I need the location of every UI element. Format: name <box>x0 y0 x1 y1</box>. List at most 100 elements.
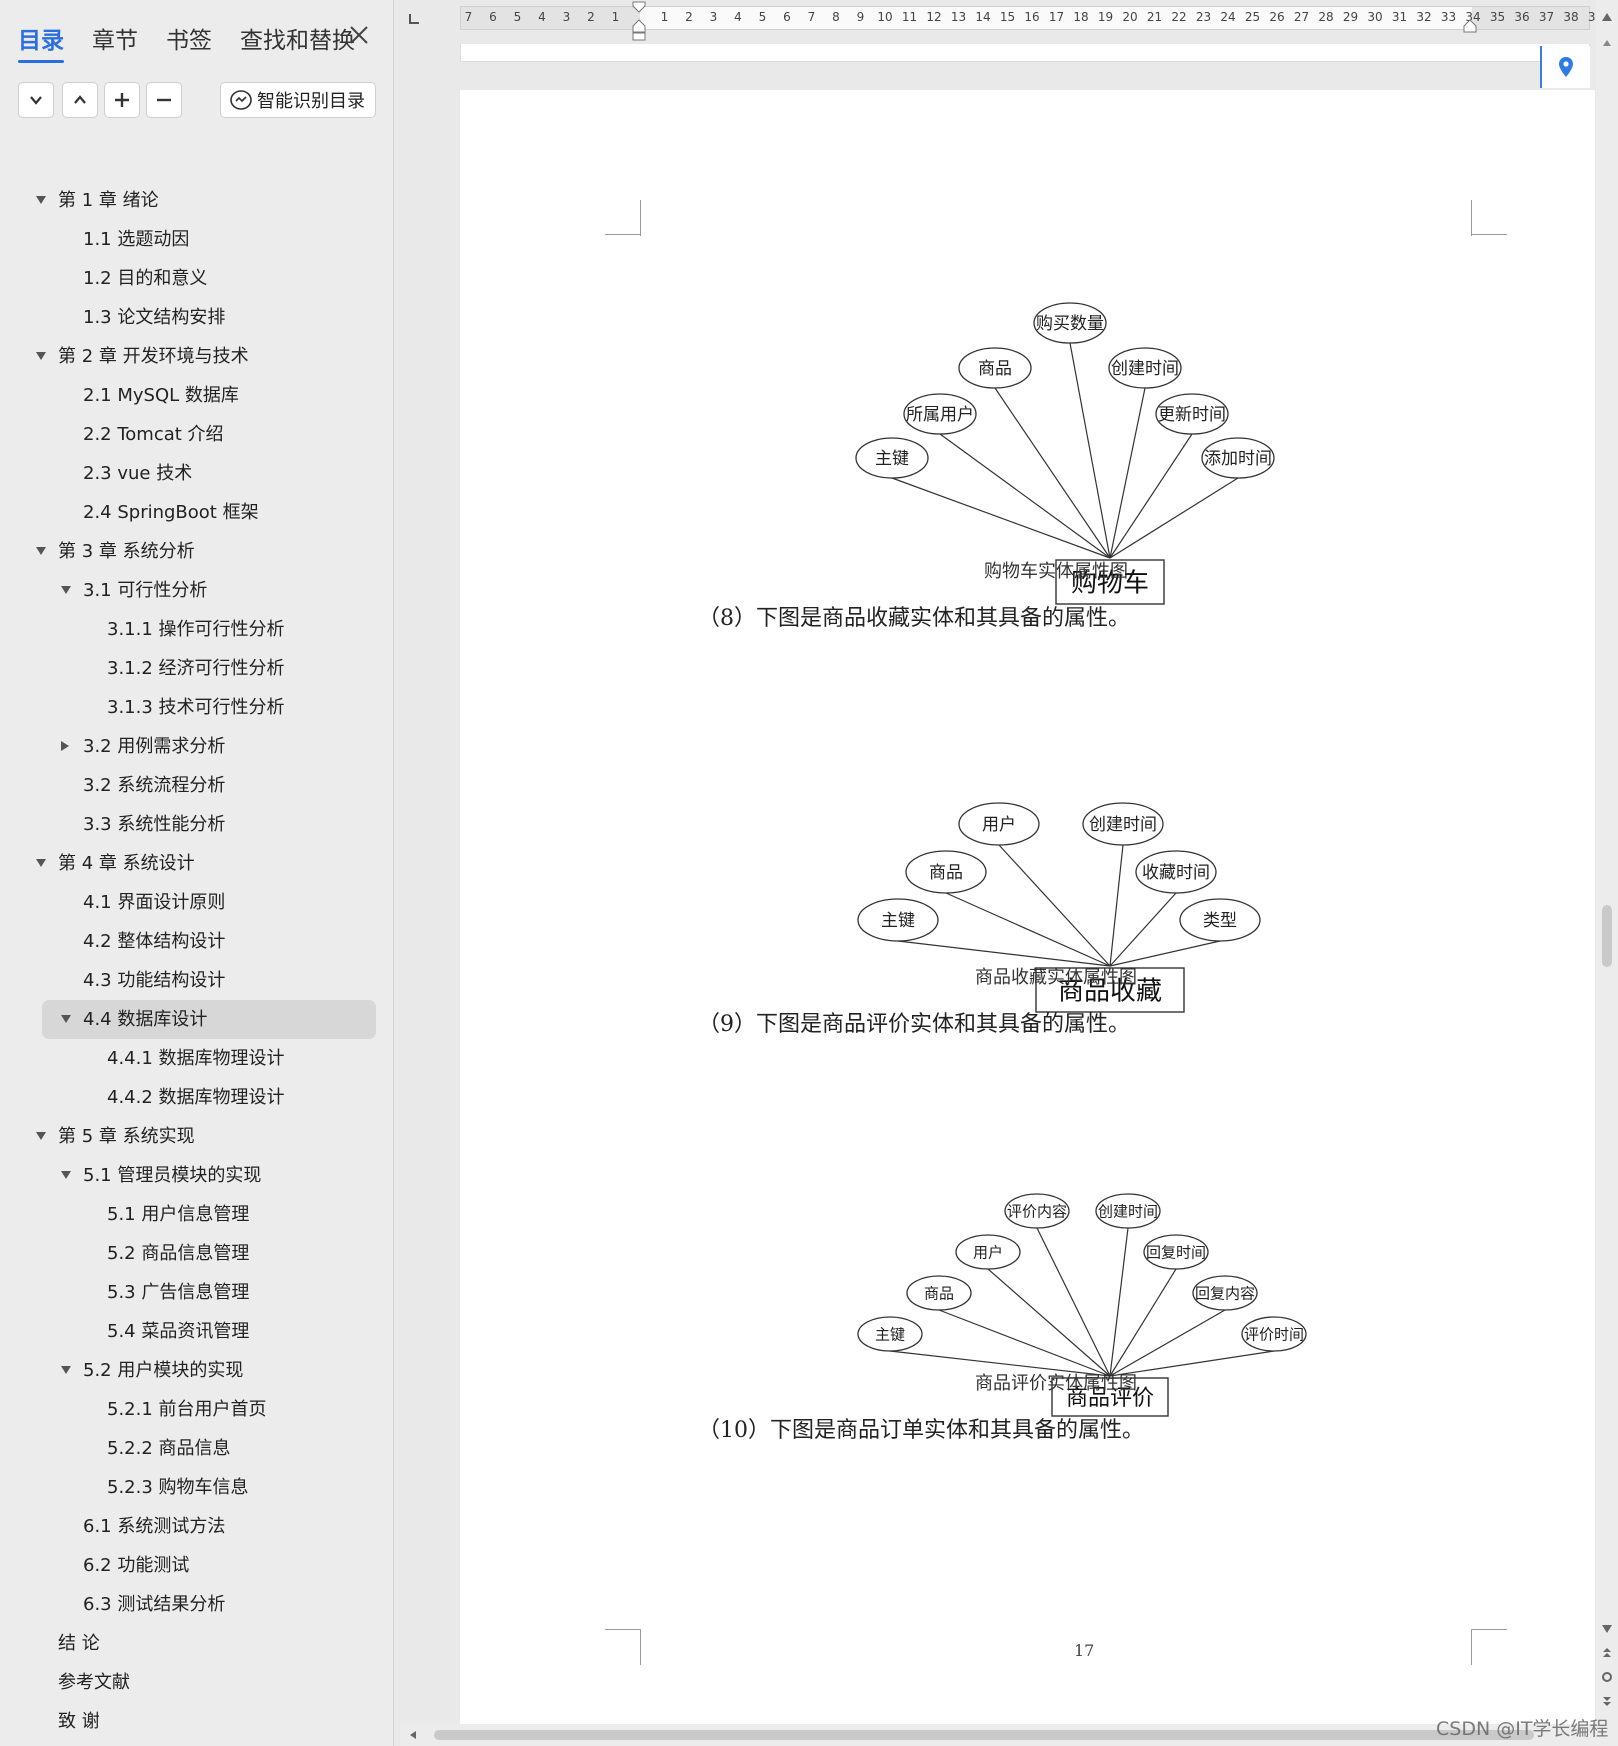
ruler-tick: 22 <box>1171 10 1187 24</box>
collapsed-arrow-icon[interactable] <box>61 741 69 751</box>
toc-item[interactable]: 3.2 系统流程分析 <box>0 766 394 805</box>
expanded-arrow-icon[interactable] <box>36 1132 46 1140</box>
toc-item[interactable]: 3.1.1 操作可行性分析 <box>0 610 394 649</box>
toc-item[interactable]: 第 5 章 系统实现 <box>0 1117 394 1156</box>
tab-find-replace[interactable]: 查找和替换 <box>240 28 355 54</box>
close-icon[interactable] <box>344 20 374 50</box>
expanded-arrow-icon[interactable] <box>36 547 46 555</box>
toc-item[interactable]: 2.2 Tomcat 介绍 <box>0 415 394 454</box>
toc-item[interactable]: 2.1 MySQL 数据库 <box>0 376 394 415</box>
toc-item-label: 第 5 章 系统实现 <box>58 1126 195 1147</box>
toc-item[interactable]: 5.2 商品信息管理 <box>0 1234 394 1273</box>
toc-item[interactable]: 致 谢 <box>0 1702 394 1741</box>
er-attribute-ellipse <box>1082 802 1164 846</box>
ruler-tick: 19 <box>1097 10 1114 24</box>
toc-item[interactable]: 第 3 章 系统分析 <box>0 532 394 571</box>
figure-caption-review: 商品评价实体属性图 <box>975 1373 1137 1394</box>
ruler-tick: 14 <box>975 10 991 24</box>
toc-item-label: 5.2.1 前台用户首页 <box>107 1399 267 1420</box>
toc-item[interactable]: 5.4 菜品资讯管理 <box>0 1312 394 1351</box>
toc-item[interactable]: 5.2.3 购物车信息 <box>0 1468 394 1507</box>
toc-item[interactable]: 3.2 用例需求分析 <box>0 727 394 766</box>
toc-item[interactable]: 5.3 广告信息管理 <box>0 1273 394 1312</box>
toc-item-label: 6.3 测试结果分析 <box>83 1594 226 1615</box>
indent-marker-icon[interactable] <box>631 0 647 44</box>
toc-item[interactable]: 参考文献 <box>0 1663 394 1702</box>
toc-item[interactable]: 结 论 <box>0 1624 394 1663</box>
tab-toc[interactable]: 目录 <box>18 21 64 63</box>
expanded-arrow-icon[interactable] <box>61 1366 71 1374</box>
scroll-down-icon[interactable] <box>1600 1622 1614 1636</box>
smart-toc-button[interactable]: 智能识别目录 <box>220 82 376 118</box>
horizontal-scroll-thumb[interactable] <box>434 1730 1534 1740</box>
toc-item[interactable]: 4.3 功能结构设计 <box>0 961 394 1000</box>
location-button[interactable] <box>1540 46 1590 88</box>
expanded-arrow-icon[interactable] <box>36 196 46 204</box>
expanded-arrow-icon[interactable] <box>36 859 46 867</box>
ruler-tick: 36 <box>1514 10 1530 24</box>
toc-item[interactable]: 第 2 章 开发环境与技术 <box>0 337 394 376</box>
toc-item[interactable]: 5.2.1 前台用户首页 <box>0 1390 394 1429</box>
select-browse-object-icon[interactable] <box>1600 1670 1614 1684</box>
expand-down-button[interactable] <box>18 82 54 118</box>
collapse-up-button[interactable] <box>62 82 98 118</box>
toc-item[interactable]: 3.3 系统性能分析 <box>0 805 394 844</box>
toc-item[interactable]: 3.1.2 经济可行性分析 <box>0 649 394 688</box>
tab-bookmarks[interactable]: 书签 <box>166 28 212 54</box>
er-diagram-favorite: 主键商品用户创建时间收藏时间类型商品收藏 <box>857 802 1261 1013</box>
toc-item-label: 致 谢 <box>58 1711 100 1732</box>
toc-item[interactable]: 4.1 界面设计原则 <box>0 883 394 922</box>
er-connector <box>998 844 1111 967</box>
add-heading-button[interactable] <box>104 82 140 118</box>
toc-item[interactable]: 第 1 章 绪论 <box>0 181 394 220</box>
tab-sections[interactable]: 章节 <box>92 28 138 54</box>
toc-item[interactable]: 5.1 管理员模块的实现 <box>0 1156 394 1195</box>
toc-item[interactable]: 2.3 vue 技术 <box>0 454 394 493</box>
toc-item[interactable]: 5.2 用户模块的实现 <box>0 1351 394 1390</box>
toc-item[interactable]: 1.1 选题动因 <box>0 220 394 259</box>
remove-heading-button[interactable] <box>146 82 182 118</box>
toc-item[interactable]: 6.2 功能测试 <box>0 1546 394 1585</box>
toc-item[interactable]: 3.1.3 技术可行性分析 <box>0 688 394 727</box>
expanded-arrow-icon[interactable] <box>61 586 71 594</box>
expanded-arrow-icon[interactable] <box>36 352 46 360</box>
scroll-up-icon[interactable] <box>1600 10 1614 24</box>
expanded-arrow-icon[interactable] <box>61 1015 71 1023</box>
ruler-tick: 1 <box>611 10 620 24</box>
toc-item-label: 5.2 用户模块的实现 <box>83 1360 244 1381</box>
next-page-icon[interactable] <box>1600 1694 1614 1708</box>
right-indent-marker-icon[interactable] <box>1462 18 1478 34</box>
scroll-left-icon[interactable] <box>408 1730 418 1740</box>
expanded-arrow-icon[interactable] <box>61 1171 71 1179</box>
toc-item[interactable]: 4.2 整体结构设计 <box>0 922 394 961</box>
ruler-tick: 31 <box>1391 10 1408 24</box>
ruler-tick: 35 <box>1489 10 1506 24</box>
er-entity-label: 商品评价 <box>1066 1386 1154 1411</box>
previous-page-icon[interactable] <box>1600 1646 1614 1660</box>
toc-item[interactable]: 1.3 论文结构安排 <box>0 298 394 337</box>
toc-item-label: 4.4.2 数据库物理设计 <box>107 1087 285 1108</box>
vertical-scrollbar[interactable] <box>1596 0 1618 1746</box>
er-attribute-label: 购买数量 <box>1036 314 1104 334</box>
toc-item[interactable]: 6.3 测试结果分析 <box>0 1585 394 1624</box>
toc-item[interactable]: 4.4 数据库设计 <box>42 1000 376 1039</box>
tab-stop-icon[interactable] <box>407 11 421 25</box>
ruler-tick: 6 <box>783 10 791 24</box>
toc-item[interactable]: 4.4.1 数据库物理设计 <box>0 1039 394 1078</box>
chevron-up-icon <box>74 95 86 104</box>
toc-item[interactable]: 1.2 目的和意义 <box>0 259 394 298</box>
toc-item-label: 2.3 vue 技术 <box>83 463 193 484</box>
er-connector <box>938 1309 1111 1377</box>
vertical-scroll-thumb[interactable] <box>1602 905 1612 967</box>
toc-item-label: 5.2.3 购物车信息 <box>107 1477 249 1498</box>
horizontal-scrollbar[interactable] <box>400 1724 1596 1746</box>
toc-item[interactable]: 第 4 章 系统设计 <box>0 844 394 883</box>
toc-item[interactable]: 6.1 系统测试方法 <box>0 1507 394 1546</box>
toc-item[interactable]: 4.4.2 数据库物理设计 <box>0 1078 394 1117</box>
toc-item[interactable]: 2.4 SpringBoot 框架 <box>0 493 394 532</box>
toc-item[interactable]: 5.2.2 商品信息 <box>0 1429 394 1468</box>
scroll-up-small-icon[interactable] <box>1600 36 1614 50</box>
toc-item[interactable]: 5.1 用户信息管理 <box>0 1195 394 1234</box>
toc-item[interactable]: 3.1 可行性分析 <box>0 571 394 610</box>
